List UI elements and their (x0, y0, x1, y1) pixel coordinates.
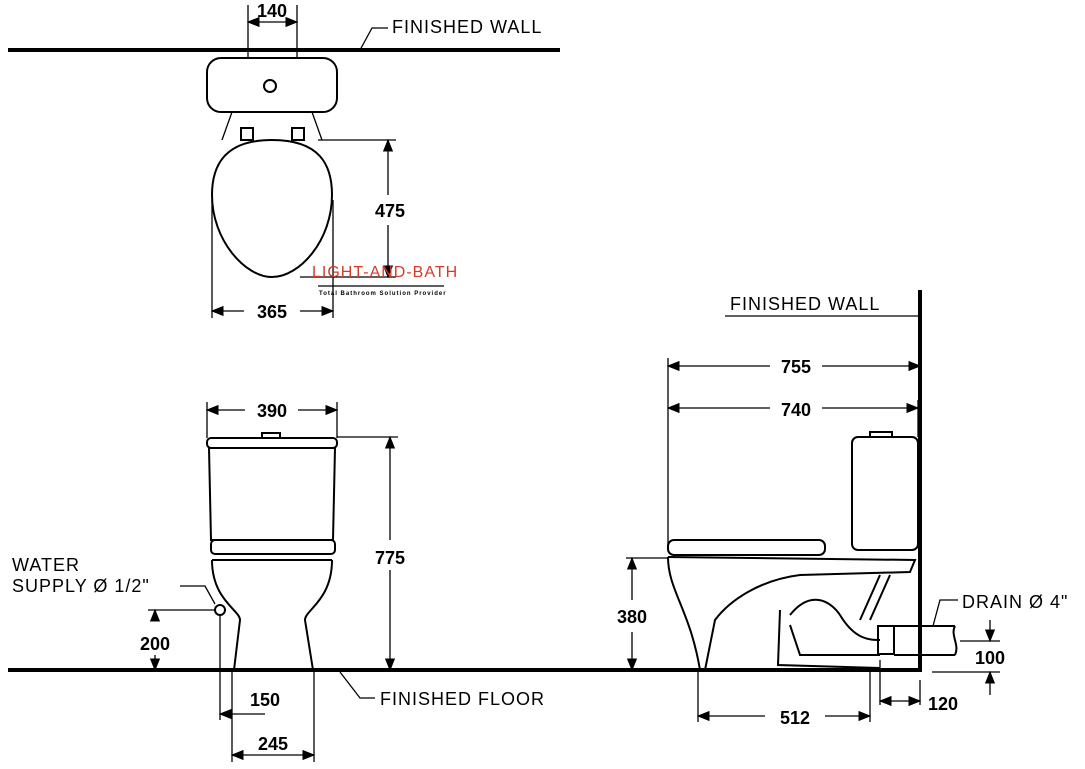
dim-200: 200 (140, 634, 170, 654)
seat-front (210, 539, 336, 555)
tank-side (851, 436, 919, 551)
leader-line (359, 27, 388, 51)
dim-150: 150 (250, 690, 280, 710)
logo-tagline: Total Bathroom Solution Provider (319, 291, 447, 297)
dim-512: 512 (780, 708, 810, 728)
side-view: FINISHED WALL 755 740 380 512 (617, 290, 1068, 728)
flush-button (263, 79, 277, 93)
dim-380: 380 (617, 607, 647, 627)
dim-120: 120 (928, 694, 958, 714)
dim-100: 100 (975, 648, 1005, 668)
dim-245: 245 (258, 734, 288, 754)
tank-front (207, 447, 337, 541)
hinge-left (240, 127, 254, 141)
dim-390: 390 (257, 401, 287, 421)
top-view: FINISHED WALL 140 475 365 LIGHT-AND-BATH… (8, 1, 560, 322)
tank-lid-front (206, 437, 338, 449)
dim-365: 365 (257, 302, 287, 322)
flush-button-front (261, 432, 281, 439)
water-supply-label: WATER (12, 555, 80, 575)
drain-pipe (894, 625, 958, 656)
drain-label: DRAIN Ø 4" (962, 592, 1068, 612)
dim-475: 475 (375, 201, 405, 221)
logo-name: LIGHT-AND-BATH (312, 264, 458, 281)
bowl-seat-top (210, 138, 334, 279)
bowl-front (211, 559, 333, 671)
finished-floor-label: FINISHED FLOOR (380, 689, 545, 709)
trapway (776, 598, 881, 669)
front-view: 390 775 WATER SUPPLY Ø 1/2" 200 150 245 … (8, 401, 920, 762)
bowl-front-side (667, 556, 701, 671)
leader-line (339, 671, 375, 699)
tank-top (206, 57, 338, 113)
dim-140: 140 (257, 1, 287, 21)
finished-wall-label-side: FINISHED WALL (730, 294, 880, 314)
flush-button-side (869, 431, 893, 438)
drain-flange (877, 625, 895, 655)
finished-wall-label-top: FINISHED WALL (392, 17, 542, 37)
tank-connector (221, 111, 323, 141)
dim-775: 775 (375, 548, 405, 568)
hinge-right (291, 127, 305, 141)
seat-side (667, 539, 826, 556)
leader-line (932, 599, 958, 627)
bowl-rim-side (667, 556, 917, 671)
dim-755: 755 (781, 357, 811, 377)
water-supply-size-label: SUPPLY Ø 1/2" (12, 576, 150, 596)
brand-logo: LIGHT-AND-BATH Total Bathroom Solution P… (312, 264, 458, 297)
dim-740: 740 (781, 400, 811, 420)
water-supply-inlet (214, 604, 226, 616)
trapway-neck (859, 574, 891, 621)
leader-line (180, 585, 216, 605)
